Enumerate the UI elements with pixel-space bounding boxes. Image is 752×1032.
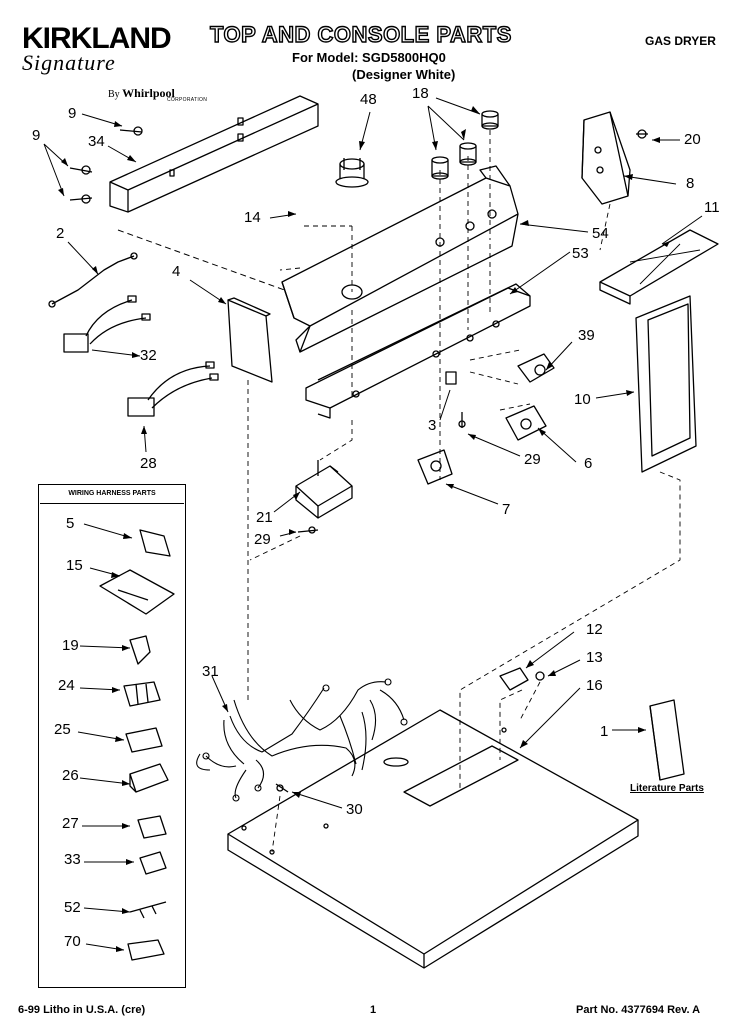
callout-31: 31 (202, 663, 219, 680)
harness-part-70 (127, 939, 165, 961)
harness-callout-27: 27 (62, 815, 79, 832)
top-panel (227, 709, 639, 969)
harness-callout-5: 5 (66, 515, 75, 532)
harness-part-25 (125, 727, 163, 753)
callout-1: 1 (600, 723, 609, 740)
model-line: For Model: SGD5800HQ0 (292, 50, 446, 65)
brand-maker: By Whirlpool (108, 86, 175, 100)
panel-side (635, 295, 697, 473)
end-cap-left (227, 297, 273, 383)
callout-9b: 9 (32, 127, 41, 144)
callout-20: 20 (684, 131, 701, 148)
panel-top (599, 229, 719, 305)
callout-32: 32 (140, 347, 157, 364)
footer-page-number: 1 (370, 1004, 377, 1016)
harness-callout-15: 15 (66, 557, 83, 574)
callout-14: 14 (244, 209, 261, 226)
bracket-6 (505, 405, 547, 441)
harness-part-24 (123, 681, 161, 707)
callout-9a: 9 (68, 105, 77, 122)
callout-21: 21 (256, 509, 273, 526)
harness-callout-26: 26 (62, 767, 79, 784)
footer-litho: 6-99 Litho in U.S.A. (cre) (18, 1004, 146, 1016)
harness-callout-52: 52 (64, 899, 81, 916)
knob-18c (481, 110, 499, 130)
callout-48: 48 (360, 91, 377, 108)
callout-8: 8 (686, 175, 695, 192)
knob-18b (459, 142, 477, 166)
knob-48 (335, 158, 369, 188)
harness-32 (63, 295, 151, 353)
harness-part-15 (99, 569, 175, 615)
harness-2 (48, 252, 138, 308)
harness-callout-24: 24 (58, 677, 75, 694)
bracket-7 (417, 449, 453, 485)
callout-16: 16 (586, 677, 603, 694)
knob-18a (431, 156, 449, 180)
literature-book (649, 699, 685, 781)
wiring-harness-divider (40, 503, 184, 504)
callout-53: 53 (572, 245, 589, 262)
harness-part-19 (129, 635, 151, 665)
wiring-harness-parts-box (38, 484, 186, 988)
harness-part-33 (139, 851, 167, 875)
clip-3 (445, 371, 457, 385)
callout-18: 18 (412, 85, 429, 102)
callout-6: 6 (584, 455, 593, 472)
callout-54: 54 (592, 225, 609, 242)
callout-39: 39 (578, 327, 595, 344)
brand-corp: CORPORATION (167, 97, 208, 103)
harness-part-26 (129, 763, 169, 793)
console-bracket (305, 283, 531, 419)
footer-part-number: Part No. 4377694 Rev. A (576, 1004, 701, 1016)
page-title: TOP AND CONSOLE PARTS (209, 21, 512, 47)
harness-callout-25: 25 (54, 721, 71, 738)
callout-11: 11 (704, 199, 720, 216)
callout-34: 34 (88, 133, 105, 150)
model-variant: (Designer White) (352, 67, 456, 82)
bracket-39 (517, 353, 555, 383)
end-cap-right (581, 111, 631, 205)
bracket-12 (499, 667, 529, 691)
main-harness (196, 678, 408, 802)
harness-callout-33: 33 (64, 851, 81, 868)
harness-part-5 (139, 529, 171, 557)
brand-logo: KIRKLAND (22, 22, 172, 55)
callout-10: 10 (574, 391, 591, 408)
console-back-panel (109, 95, 319, 213)
callout-30: 30 (346, 801, 363, 818)
harness-part-27 (137, 815, 167, 839)
harness-28 (127, 361, 219, 417)
callout-7: 7 (502, 501, 511, 518)
callout-29b: 29 (254, 531, 271, 548)
product-type: GAS DRYER (645, 34, 716, 48)
brand-script: Signature (22, 50, 116, 75)
harness-part-52 (129, 901, 167, 919)
callout-3: 3 (428, 417, 437, 434)
callout-2: 2 (56, 225, 65, 242)
callout-29a: 29 (524, 451, 541, 468)
harness-callout-70: 70 (64, 933, 81, 950)
harness-callout-19: 19 (62, 637, 79, 654)
wiring-harness-parts-title: WIRING HARNESS PARTS (68, 490, 156, 497)
callout-4: 4 (172, 263, 181, 280)
literature-parts-label: Literature Parts (630, 783, 704, 794)
callout-12: 12 (586, 621, 603, 638)
switch-21 (295, 460, 353, 519)
callout-13: 13 (586, 649, 603, 666)
callout-28: 28 (140, 455, 157, 472)
